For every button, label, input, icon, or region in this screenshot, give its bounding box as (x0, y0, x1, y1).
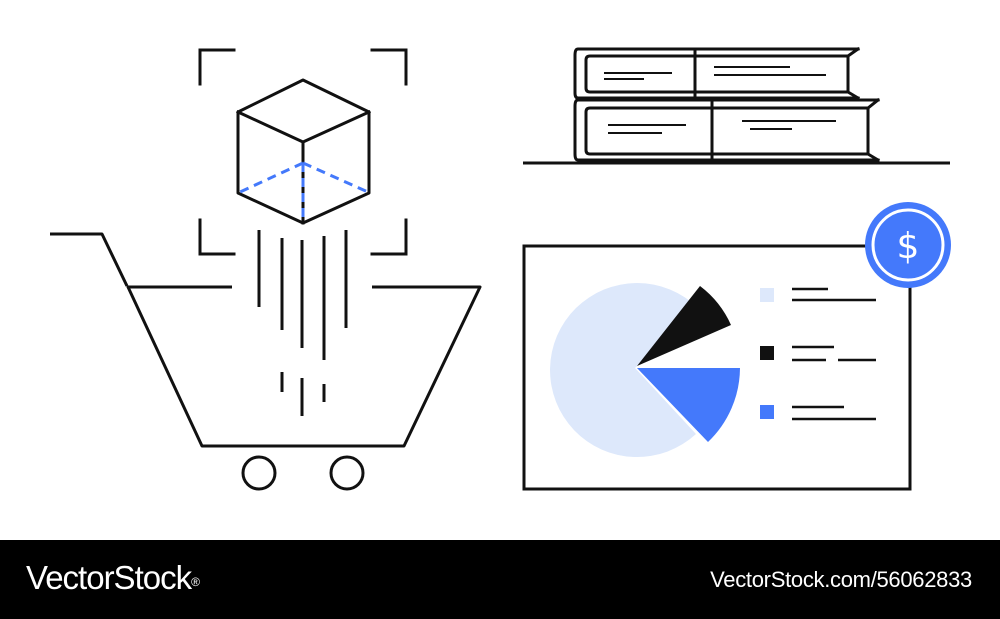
book-stack-icon (523, 46, 950, 165)
cube-icon (236, 78, 371, 225)
dollar-symbol: $ (897, 226, 920, 267)
illustration: $ (50, 46, 951, 491)
falling-lines (257, 230, 348, 416)
dashboard-screen-icon (522, 244, 912, 491)
pie-chart-icon (550, 283, 740, 458)
brand-name: VectorStock (26, 559, 192, 596)
watermark-footer: VectorStock® VectorStock.com/56062833 (0, 540, 1000, 619)
dollar-coin-icon: $ (865, 202, 951, 288)
scan-frame-icon (198, 48, 408, 256)
registered-mark: ® (191, 575, 200, 589)
legend-swatch-blue (760, 405, 774, 419)
chart-legend (760, 287, 876, 421)
brand-logo: VectorStock® (26, 558, 200, 598)
legend-swatch-black (760, 346, 774, 360)
stock-id-link[interactable]: VectorStock.com/56062833 (710, 567, 972, 592)
legend-swatch-light (760, 288, 774, 302)
shopping-cart-icon (50, 232, 482, 491)
